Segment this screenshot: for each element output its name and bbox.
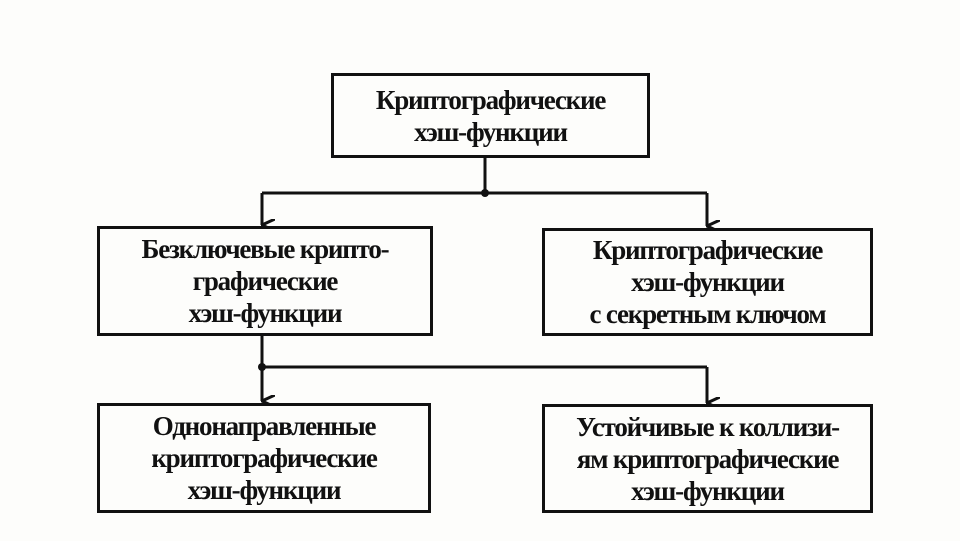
node-text: хэш-функции	[631, 475, 785, 506]
node-collision-resistant-hash-functions: Устойчивые к коллизи- ям криптографическ…	[542, 404, 873, 513]
node-text: хэш-функции	[631, 267, 785, 297]
junction-dot	[481, 189, 489, 197]
node-text: Криптографические	[375, 84, 607, 115]
node-text: хэш-функции	[187, 475, 342, 505]
node-text: хэш-функции	[414, 116, 568, 147]
node-one-way-hash-functions: Однонаправленные криптографические хэш-ф…	[97, 403, 431, 513]
node-crypto-hash-functions: Криптографические хэш-функции	[331, 73, 650, 158]
node-text: ям криптографические	[576, 443, 840, 474]
node-text: криптографические	[151, 443, 378, 473]
node-text: Устойчивые к коллизи-	[576, 411, 840, 442]
node-text: Однонаправленные	[152, 411, 377, 441]
node-text: графические	[192, 266, 339, 296]
node-keyed-hash-functions: Криптографические хэш-функции с секретны…	[542, 228, 873, 336]
junction-dot	[258, 363, 266, 371]
node-text: с секретным ключом	[589, 299, 827, 329]
node-text: Криптографические	[592, 235, 824, 265]
node-text: Безключевые крипто-	[141, 234, 390, 264]
node-text: хэш-функции	[188, 298, 343, 328]
node-keyless-hash-functions: Безключевые крипто- графические хэш-функ…	[97, 226, 433, 336]
